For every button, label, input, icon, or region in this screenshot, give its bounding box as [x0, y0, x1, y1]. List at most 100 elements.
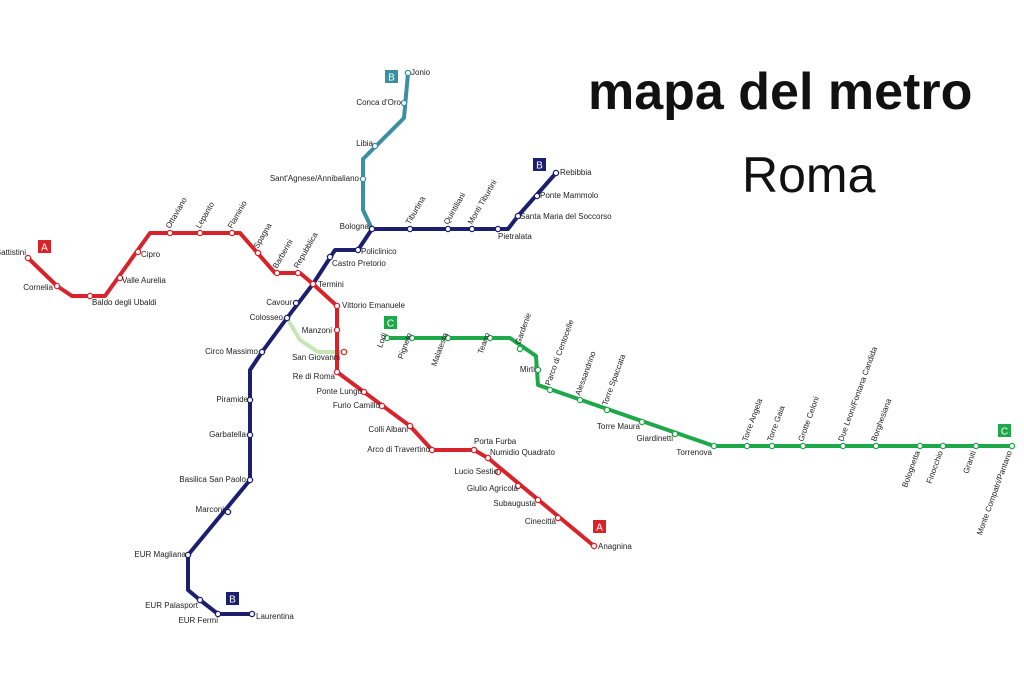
station-pietralata-marker[interactable] [494, 225, 502, 233]
station-cornelia-label: Cornelia [23, 283, 53, 292]
station-lucio-sestio-marker[interactable] [494, 468, 502, 476]
station-barberini-marker[interactable] [273, 269, 281, 277]
station-flaminio-marker[interactable] [228, 229, 236, 237]
station-laurentina-label: Laurentina [256, 612, 294, 621]
station-torre-maura-marker[interactable] [638, 418, 646, 426]
station-re-di-roma-marker[interactable] [333, 368, 341, 376]
station-malatesta-marker[interactable] [444, 334, 452, 342]
station-parco-di-centocelle-marker[interactable] [546, 386, 554, 394]
station-bologna-marker[interactable] [368, 225, 376, 233]
station-ponte-mammolo-marker[interactable] [533, 192, 541, 200]
station-torrenova-marker[interactable] [710, 442, 718, 450]
station-repubblica-marker[interactable] [294, 269, 302, 277]
station-marconi-marker[interactable] [224, 508, 232, 516]
station-sant-agnese-annibaliano-marker[interactable] [359, 175, 367, 183]
station-finocchio-marker[interactable] [939, 442, 947, 450]
station-jonio-marker[interactable] [404, 69, 412, 77]
station-grotte-celoni-marker[interactable] [799, 442, 807, 450]
station-torre-gaia-marker[interactable] [768, 442, 776, 450]
station-cipro-marker[interactable] [134, 248, 142, 256]
station-eur-palasport-label: EUR Palasport [145, 601, 199, 610]
line-badge-letter: C [387, 319, 394, 330]
line-a-badge: A [593, 520, 606, 534]
station-due-leoni-fontana-candida-marker[interactable] [839, 442, 847, 450]
station-libia-marker[interactable] [371, 142, 379, 150]
station-conca-d-oro-marker[interactable] [400, 99, 408, 107]
station-garbatella-marker[interactable] [246, 431, 254, 439]
station-giardinetti-marker[interactable] [671, 430, 679, 438]
station-cornelia-marker[interactable] [53, 282, 61, 290]
station-lepanto-marker[interactable] [196, 229, 204, 237]
station-mirti-marker[interactable] [534, 366, 542, 374]
station-eur-fermi-marker[interactable] [214, 610, 222, 618]
line-badge-box [593, 520, 606, 533]
station-graniti-label: Graniti [961, 449, 978, 474]
station-ponte-lungo-label: Ponte Lungo [317, 387, 363, 396]
station-vittorio-emanuele-marker[interactable] [333, 302, 341, 310]
station-pigneto-marker[interactable] [408, 334, 416, 342]
station-furio-camillo-marker[interactable] [378, 402, 386, 410]
station-anagnina-marker[interactable] [590, 542, 598, 550]
station-borghesiana-marker[interactable] [872, 442, 880, 450]
station-baldo-degli-ubaldi-marker[interactable] [86, 292, 94, 300]
station-castro-pretorio-marker[interactable] [326, 253, 334, 261]
station-porta-furba-marker[interactable] [470, 446, 478, 454]
station-gardenie-marker[interactable] [516, 345, 524, 353]
station-colosseo-label: Colosseo [250, 313, 284, 322]
station-monti-tiburtini-label: Monti Tiburtini [466, 178, 499, 226]
station-teano-marker[interactable] [486, 334, 494, 342]
station-termini-label: Termini [318, 280, 344, 289]
station-numidio-quadrato-marker[interactable] [484, 454, 492, 462]
station-ponte-lungo-marker[interactable] [360, 388, 368, 396]
station-giulio-agricola-label: Giulio Agricola [467, 484, 519, 493]
station-manzoni-marker[interactable] [333, 326, 341, 334]
station-giulio-agricola-marker[interactable] [514, 482, 522, 490]
station-alessandrino-marker[interactable] [576, 396, 584, 404]
station-torre-spaccata-label: Torre Spaccata [600, 353, 627, 407]
station-cavour-marker[interactable] [292, 299, 300, 307]
station-policlinico-marker[interactable] [354, 246, 362, 254]
map-title: mapa del metro [588, 63, 973, 121]
station-torre-spaccata-marker[interactable] [603, 406, 611, 414]
station-monte-compatri-pantano-marker[interactable] [1008, 442, 1016, 450]
station-valle-aurelia-marker[interactable] [116, 274, 124, 282]
station-sant-agnese-annibaliano-label: Sant'Agnese/Annibaliano [270, 174, 360, 183]
station-spagna-marker[interactable] [254, 249, 262, 257]
line-c-badge: C [998, 424, 1011, 438]
station-ottaviano-label: Ottaviano [164, 195, 189, 230]
line-badge-letter: A [596, 523, 603, 534]
station-battistini-marker[interactable] [24, 254, 32, 262]
station-santa-maria-del-soccorso-marker[interactable] [514, 212, 522, 220]
station-circo-massimo-marker[interactable] [258, 348, 266, 356]
station-colosseo-marker[interactable] [283, 314, 291, 322]
station-san-giovanni-marker[interactable] [340, 348, 348, 356]
station-colli-albani-marker[interactable] [406, 422, 414, 430]
station-graniti-marker[interactable] [972, 442, 980, 450]
station-laurentina-marker[interactable] [248, 610, 256, 618]
station-torre-gaia-label: Torre Gaia [765, 404, 786, 443]
station-quintiliani-marker[interactable] [444, 225, 452, 233]
station-monti-tiburtini-marker[interactable] [468, 225, 476, 233]
station-arco-di-travertino-label: Arco di Travertino [367, 445, 430, 454]
station-lucio-sestio-label: Lucio Sestio [454, 467, 498, 476]
line-badge-box [533, 158, 546, 171]
station-eur-palasport-marker[interactable] [196, 596, 204, 604]
station-monte-compatri-pantano-label: Monte Compatri/Pantano [975, 449, 1014, 536]
station-basilica-san-paolo-marker[interactable] [246, 476, 254, 484]
station-tiburtina-marker[interactable] [406, 225, 414, 233]
station-ottaviano-marker[interactable] [166, 229, 174, 237]
line-b1-track [361, 71, 410, 231]
station-eur-magliana-marker[interactable] [184, 551, 192, 559]
station-torre-angela-marker[interactable] [743, 442, 751, 450]
station-cinecitt-marker[interactable] [554, 514, 562, 522]
station-eur-magliana-label: EUR Magliana [134, 550, 186, 559]
station-lodi-marker[interactable] [383, 334, 391, 342]
line-b-badge: B [226, 592, 239, 606]
station-piramide-marker[interactable] [246, 396, 254, 404]
station-arco-di-travertino-marker[interactable] [428, 446, 436, 454]
station-termini-marker[interactable] [309, 280, 317, 288]
station-teano-label: Teano [476, 331, 492, 355]
station-subaugusta-marker[interactable] [534, 496, 542, 504]
station-rebibbia-marker[interactable] [552, 169, 560, 177]
station-bolognetta-marker[interactable] [916, 442, 924, 450]
